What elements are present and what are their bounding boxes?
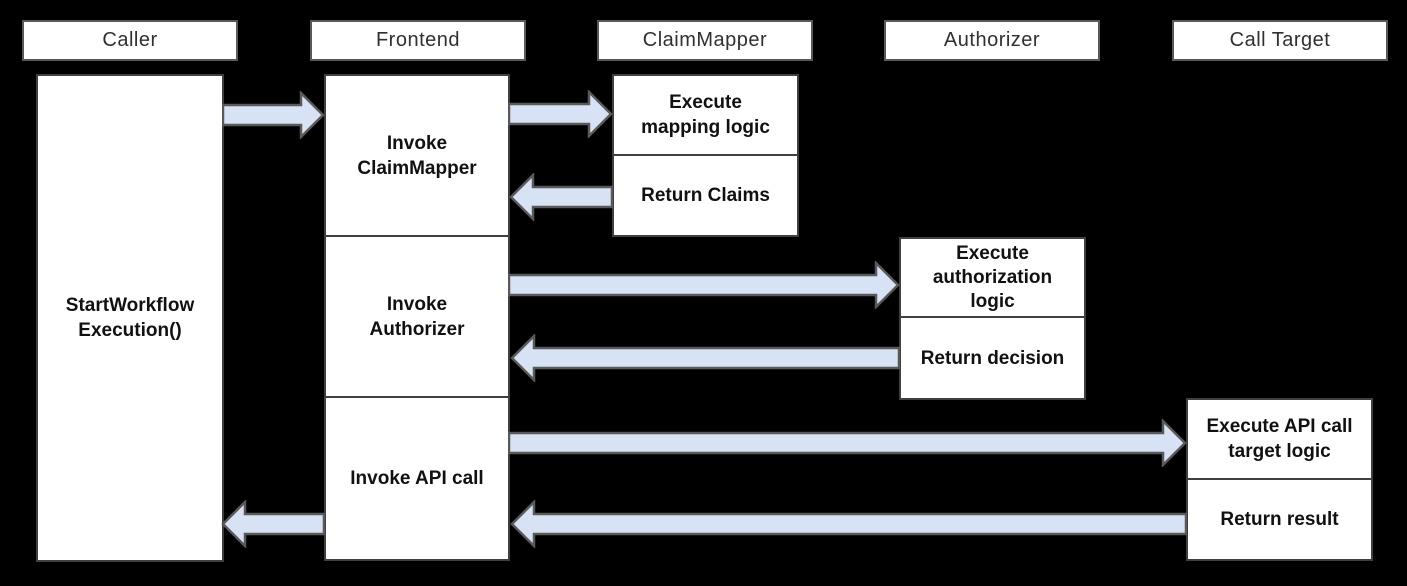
actor-header-claimmapper: ClaimMapper (597, 20, 813, 61)
arrow-frontend-to-calltarget (508, 419, 1187, 467)
activation-return-result: Return result (1186, 478, 1373, 561)
activation-return-decision: Return decision (899, 316, 1086, 400)
actor-label: ClaimMapper (642, 29, 768, 51)
actor-label: Frontend (375, 29, 461, 51)
arrow-frontend-to-claimmapper (508, 90, 613, 138)
activation-execute-api-call-target-logic: Execute API call target logic (1186, 398, 1373, 480)
activation-start-workflow-execution: StartWorkflow Execution() (36, 74, 224, 562)
actor-label: Authorizer (943, 29, 1041, 51)
activation-execute-authorization-logic: Execute authorization logic (899, 237, 1086, 318)
activation-label: Invoke ClaimMapper (357, 132, 477, 179)
activation-invoke-claimmapper: Invoke ClaimMapper (324, 74, 510, 237)
arrow-calltarget-to-frontend (510, 500, 1187, 548)
arrow-authorizer-to-frontend (510, 334, 900, 382)
activation-invoke-authorizer: Invoke Authorizer (324, 235, 510, 398)
arrow-frontend-to-caller (221, 500, 325, 548)
activation-label: Invoke Authorizer (369, 293, 465, 340)
arrow-caller-to-frontend (222, 91, 325, 139)
activation-return-claims: Return Claims (612, 154, 799, 237)
actor-label: Call Target (1229, 29, 1331, 51)
actor-header-caller: Caller (22, 20, 238, 61)
activation-label: Execute API call target logic (1206, 416, 1353, 462)
activation-column-authorizer: Execute authorization logic Return decis… (899, 237, 1086, 400)
activation-column-caller: StartWorkflow Execution() (36, 74, 224, 562)
actor-header-authorizer: Authorizer (884, 20, 1100, 61)
arrow-claimmapper-to-frontend (509, 173, 613, 221)
activation-execute-mapping-logic: Execute mapping logic (612, 74, 799, 156)
activation-label: Execute mapping logic (641, 92, 770, 138)
actor-header-frontend: Frontend (310, 20, 526, 61)
activation-label: Execute authorization logic (932, 242, 1053, 312)
activation-label: Return result (1220, 509, 1339, 530)
actor-label: Caller (102, 29, 158, 51)
activation-label: Invoke API call (350, 468, 484, 489)
activation-column-calltarget: Execute API call target logic Return res… (1186, 398, 1373, 561)
arrow-frontend-to-authorizer (508, 261, 900, 309)
activation-label: Return decision (920, 347, 1065, 369)
activation-column-claimmapper: Execute mapping logic Return Claims (612, 74, 799, 237)
actor-header-calltarget: Call Target (1172, 20, 1388, 61)
activation-label: Return Claims (641, 185, 770, 206)
activation-column-frontend: Invoke ClaimMapper Invoke Authorizer Inv… (324, 74, 510, 561)
activation-label: StartWorkflow Execution() (65, 295, 195, 341)
activation-invoke-api-call: Invoke API call (324, 396, 510, 561)
